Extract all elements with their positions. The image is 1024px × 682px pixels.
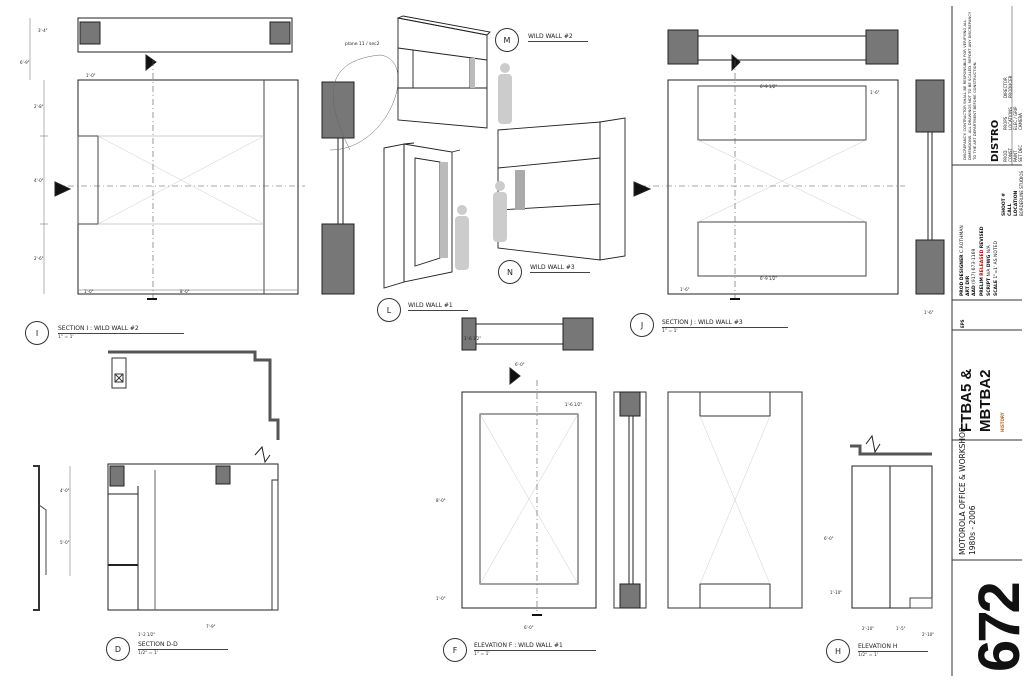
dim-label: 6'-9 1/2": [760, 84, 778, 89]
view-bubble-j: J: [630, 313, 654, 337]
plane-note: plane 11 / sec2: [345, 42, 380, 47]
aad-row: AAD (917) 673-1169: [972, 249, 977, 296]
set-years: 1980s - 2006: [968, 505, 977, 555]
iso-wild-wall-2: [396, 15, 491, 129]
show-title-a: FTBA5 &: [958, 368, 975, 432]
view-scale-h: 1/2" = 1': [858, 653, 879, 658]
distro-camera: CAMERA: [1018, 113, 1023, 130]
shoot-label: SHOOT #: [1002, 192, 1007, 216]
dim-label: 1'-0": [86, 73, 96, 78]
dim-label: 4'-0": [34, 178, 44, 183]
view-bubble-h: H: [826, 639, 850, 663]
eps-label: EPS: [960, 319, 965, 328]
dwg-value: N/A: [987, 245, 992, 254]
dim-label: 6'-9": [20, 60, 30, 65]
dim-label: 1'-6": [870, 90, 880, 95]
sheet-number: 672: [967, 584, 1024, 672]
view-scale-f: 1" = 1': [474, 652, 490, 657]
call-label: CALL: [1008, 203, 1013, 216]
plan-i-wall: [77, 17, 293, 53]
prod-designer: C.ROTHMAN: [960, 225, 965, 253]
view-title-j: SECTION J : WILD WALL #3: [662, 319, 788, 328]
scale-row: SCALE 1"=1' AS NOTED: [994, 241, 999, 296]
view-bubble-f: F: [443, 638, 467, 662]
view-bubble-d: D: [106, 637, 130, 661]
dim-label: 4'-0": [60, 488, 70, 493]
status-row: PRELIM RELEASED REVISED: [980, 227, 985, 297]
dim-label: 1'-6 1/2": [565, 402, 583, 407]
view-bubble-n: N: [498, 260, 522, 284]
script-value: N/A: [987, 268, 992, 277]
prod-designer-label: PROD DESIGNER: [960, 254, 965, 296]
prelim-label: PRELIM: [980, 277, 985, 296]
scale-label: SCALE: [994, 280, 999, 296]
dim-label: 1'-6 1/2": [464, 336, 482, 341]
show-title-b: MBTBA2: [977, 369, 994, 433]
network-logo: HISTORY: [1000, 412, 1005, 432]
view-title-f: ELEVATION F : WILD WALL #1: [474, 642, 596, 651]
phone: (917) 673-1169: [972, 248, 977, 284]
distro-label: DISTRO: [990, 119, 1001, 162]
view-scale-i: 1" = 1': [58, 335, 74, 340]
dim-label: 6'-0": [524, 625, 534, 630]
dim-label: 6'-0": [824, 536, 834, 541]
view-title-h: ELEVATION H: [858, 643, 928, 652]
dim-label: 1'-2 1/2": [138, 632, 156, 637]
dim-label: 8'-0": [180, 289, 190, 294]
section-d-wall: [107, 463, 279, 611]
dim-label: 2'-10": [922, 632, 935, 637]
script-row: SCRIPT N/A DWG N/A: [987, 245, 992, 296]
set-name: MOTOROLA OFFICE & WORKSHOP: [958, 427, 967, 555]
dim-label: 1'-5": [896, 626, 906, 631]
view-bubble-i: I: [25, 321, 49, 345]
view-title-d: SECTION D-D: [138, 641, 228, 650]
view-title-l: WILD WALL #1: [408, 302, 468, 311]
dim-label: 5'-0": [60, 540, 70, 545]
dim-label: 6'-0": [515, 362, 525, 367]
scale-value: 1"=1' AS NOTED: [994, 241, 999, 279]
dim-label: 3'-4": [38, 28, 48, 33]
dim-label: 2'-6": [34, 256, 44, 261]
iso-wild-wall-3: [497, 117, 626, 261]
art-dir-row: ART DIR: [966, 276, 971, 296]
art-dir-label: ART DIR: [966, 275, 971, 296]
script-label: SCRIPT: [987, 277, 992, 296]
dim-label: 1'-6": [680, 287, 690, 292]
aad-label: AAD: [972, 285, 977, 296]
dim-label: 2'-8": [34, 104, 44, 109]
dim-label: 7'-9": [206, 624, 216, 629]
prod-designer-row: PROD DESIGNER C.ROTHMAN: [960, 225, 965, 296]
revised-label: REVISED: [980, 226, 985, 249]
section-i-wall: [77, 79, 299, 295]
dim-label: 1'-0": [436, 596, 446, 601]
view-title-m: WILD WALL #2: [528, 33, 588, 42]
view-bubble-m: M: [495, 28, 519, 52]
released-label: RELEASED: [980, 249, 985, 276]
elevation-f-wall: [461, 391, 597, 609]
view-bubble-l: L: [377, 298, 401, 322]
view-title-n: WILD WALL #3: [530, 264, 590, 273]
dwg-label: DWG: [987, 254, 992, 268]
dim-label: 1'-10": [830, 590, 843, 595]
dim-label: 1'-6": [924, 310, 934, 315]
dim-label: 8'-0": [436, 498, 446, 503]
view-title-i: SECTION I : WILD WALL #2: [58, 325, 184, 334]
distro-producer: PRODUCER: [1008, 75, 1013, 98]
view-scale-d: 1/2" = 1': [138, 651, 159, 656]
elevation-h-wall: [851, 465, 933, 609]
notes-text: DISCREPANCY: CONTRACTOR SHALL BE RESPONS…: [962, 11, 977, 160]
location-value: BORDERLINE STUDIOS: [1019, 170, 1024, 216]
distro-set-dec: SET DEC: [1018, 144, 1023, 162]
section-j-wall: [667, 79, 899, 295]
dim-label: 6'-9 1/2": [760, 276, 778, 281]
iso-wild-wall-1: [383, 142, 461, 289]
dim-label: 1'-0": [84, 289, 94, 294]
dim-label: 2'-10": [862, 626, 875, 631]
view-scale-j: 1" = 1': [662, 329, 678, 334]
